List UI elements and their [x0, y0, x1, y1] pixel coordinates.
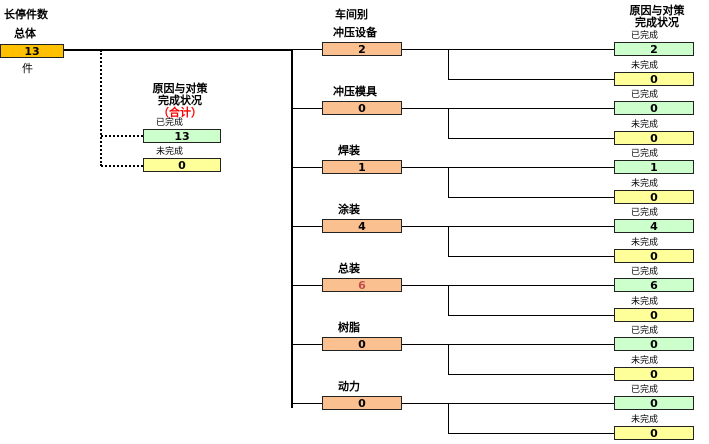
workshop-completed-label: 已完成	[631, 90, 659, 100]
summary-pending-connector	[101, 165, 143, 167]
completed-connector-line	[402, 403, 614, 404]
workshop-count-box: 2	[322, 42, 402, 56]
completed-connector-line	[402, 285, 614, 286]
pending-drop-line	[448, 344, 449, 374]
completed-connector-line	[402, 226, 614, 227]
workshop-count-box: 0	[322, 396, 402, 410]
workshop-pending-label: 未完成	[631, 61, 659, 71]
workshop-completed-label: 已完成	[631, 31, 659, 41]
workshop-pending-count: 0	[614, 308, 694, 322]
overall-label: 总体	[14, 27, 36, 40]
workshop-branch-line	[292, 167, 322, 168]
summary-heading-line1: 原因与对策	[152, 82, 208, 95]
workshop-branch-line	[292, 344, 322, 345]
workshop-pending-label: 未完成	[631, 415, 659, 425]
workshop-pending-count: 0	[614, 367, 694, 381]
workshop-completed-count: 0	[614, 101, 694, 115]
pending-connector-line	[448, 256, 614, 257]
workshop-completed-count: 2	[614, 42, 694, 56]
workshop-pending-count: 0	[614, 72, 694, 86]
workshop-completed-label: 已完成	[631, 267, 659, 277]
workshop-name: 冲压设备	[333, 26, 377, 39]
workshop-completed-count: 1	[614, 160, 694, 174]
workshop-name: 总装	[338, 262, 360, 275]
workshop-completed-count: 0	[614, 337, 694, 351]
pending-connector-line	[448, 315, 614, 316]
summary-pending-count: 0	[143, 158, 221, 172]
workshop-pending-label: 未完成	[631, 120, 659, 130]
pending-drop-line	[448, 403, 449, 433]
workshop-name: 冲压模具	[333, 85, 377, 98]
pending-drop-line	[448, 108, 449, 138]
workshop-spine-line	[291, 49, 293, 408]
workshop-name: 涂装	[338, 203, 360, 216]
pending-drop-line	[448, 226, 449, 256]
completed-connector-line	[402, 344, 614, 345]
pending-drop-line	[448, 49, 449, 79]
workshop-completed-label: 已完成	[631, 208, 659, 218]
workshop-count-box: 0	[322, 337, 402, 351]
workshop-completed-label: 已完成	[631, 385, 659, 395]
workshop-pending-count: 0	[614, 131, 694, 145]
workshop-completed-count: 6	[614, 278, 694, 292]
workshop-pending-count: 0	[614, 190, 694, 204]
pending-drop-line	[448, 285, 449, 315]
summary-completed-label: 已完成	[156, 118, 184, 128]
workshop-completed-label: 已完成	[631, 326, 659, 336]
pending-drop-line	[448, 167, 449, 197]
workshop-name: 动力	[338, 380, 360, 393]
workshop-branch-line	[292, 226, 322, 227]
completed-connector-line	[402, 49, 614, 50]
workshop-pending-label: 未完成	[631, 238, 659, 248]
workshop-count-box: 0	[322, 101, 402, 115]
workshop-name: 焊装	[338, 144, 360, 157]
pending-connector-line	[448, 138, 614, 139]
workshop-pending-label: 未完成	[631, 297, 659, 307]
total-count-box: 13	[0, 44, 64, 58]
summary-completed-count: 13	[143, 129, 221, 143]
pending-connector-line	[448, 79, 614, 80]
workshop-pending-label: 未完成	[631, 179, 659, 189]
completed-connector-line	[402, 167, 614, 168]
workshop-branch-line	[292, 285, 322, 286]
workshop-pending-label: 未完成	[631, 356, 659, 366]
workshop-heading: 车间别	[335, 8, 368, 21]
workshop-count-box: 4	[322, 219, 402, 233]
reason-heading-line2: 完成状况	[635, 16, 679, 29]
workshop-completed-count: 4	[614, 219, 694, 233]
workshop-count-box: 1	[322, 160, 402, 174]
pending-connector-line	[448, 433, 614, 434]
workshop-branch-line	[292, 49, 322, 50]
unit-label: 件	[22, 62, 33, 75]
summary-spine-line	[100, 50, 102, 166]
workshop-name: 树脂	[338, 321, 360, 334]
workshop-pending-count: 0	[614, 249, 694, 263]
reason-heading-line1: 原因与对策	[629, 4, 685, 17]
summary-heading-line3: （合计）	[158, 106, 202, 119]
pending-connector-line	[448, 197, 614, 198]
summary-pending-label: 未完成	[156, 147, 184, 157]
workshop-count-box: 6	[322, 278, 402, 292]
completed-connector-line	[402, 108, 614, 109]
summary-completed-connector	[101, 135, 143, 137]
workshop-pending-count: 0	[614, 426, 694, 440]
pending-connector-line	[448, 374, 614, 375]
diagram-title: 长停件数	[4, 8, 48, 21]
workshop-branch-line	[292, 108, 322, 109]
workshop-completed-count: 0	[614, 396, 694, 410]
main-trunk-line	[64, 49, 292, 51]
summary-heading-line2: 完成状况	[158, 94, 202, 107]
workshop-completed-label: 已完成	[631, 149, 659, 159]
workshop-branch-line	[292, 403, 322, 404]
